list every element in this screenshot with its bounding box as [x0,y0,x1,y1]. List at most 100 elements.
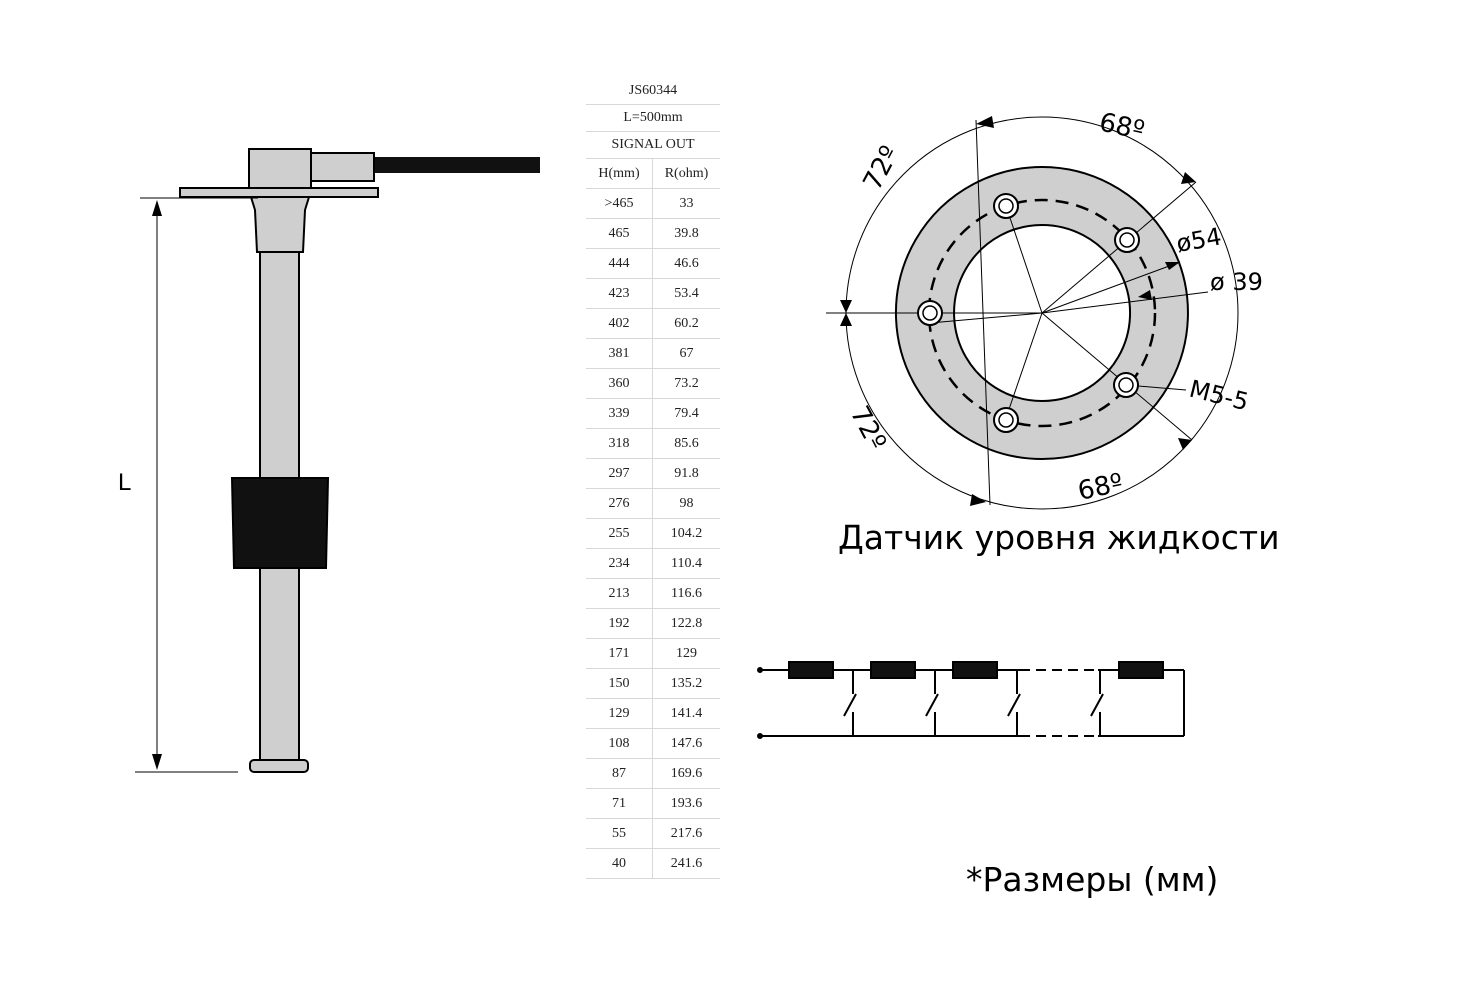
diagram-caption: Датчик уровня жидкости [838,518,1280,557]
circuit-schematic [757,661,1185,739]
resistance-cell: 135.2 [652,668,720,699]
height-cell: >465 [586,188,653,219]
resistance-cell: 217.6 [652,818,720,849]
height-cell: 55 [586,818,653,849]
height-cell: 276 [586,488,653,519]
resistance-cell: 53.4 [652,278,720,309]
bolt-hole-right-bottom [1113,372,1139,398]
inner-diameter-label: ø 39 [1210,268,1263,296]
resistance-cell: 67 [652,338,720,369]
height-cell: 402 [586,308,653,339]
reed-switch-n [1090,670,1104,736]
resistance-cell: 129 [652,638,720,669]
table-length-row: L=500mm [586,104,720,132]
resistance-cell: 141.4 [652,698,720,729]
height-cell: 213 [586,578,653,609]
resistance-cell: 39.8 [652,218,720,249]
bolt-hole-left [917,300,943,326]
bolt-holes [917,193,1140,433]
resistance-cell: 104.2 [652,518,720,549]
resistance-cell: 60.2 [652,308,720,339]
resistance-cell: 73.2 [652,368,720,399]
resistor-n [1118,661,1164,679]
table-model-row: JS60344 [586,78,720,105]
height-cell: 40 [586,848,653,879]
height-cell: 360 [586,368,653,399]
resistance-cell: 91.8 [652,458,720,489]
resistance-cell: 147.6 [652,728,720,759]
length-spec: L=500mm [586,104,720,132]
resistance-table: JS60344 L=500mm SIGNAL OUT H(mm) R(ohm) … [586,78,720,879]
resistance-cell: 122.8 [652,608,720,639]
height-cell: 150 [586,668,653,699]
resistance-cell: 241.6 [652,848,720,879]
resistance-cell: 110.4 [652,548,720,579]
bolt-hole-top [993,193,1019,219]
sensor-connector-horizontal [307,152,375,182]
height-cell: 318 [586,428,653,459]
height-cell: 465 [586,218,653,249]
angle-label-bottom: 68º [1075,468,1126,507]
height-cell: 381 [586,338,653,369]
sensor-end-cap [249,759,309,773]
resistor-1 [788,661,834,679]
height-cell: 297 [586,458,653,489]
flange-top-view: 68º 72º 72º 68º ø54 ø 39 M5-5 [826,108,1263,510]
resistance-cell: 193.6 [652,788,720,819]
sensor-mount-plate [179,187,379,198]
table-header-row: H(mm) R(ohm) [586,158,720,189]
height-cell: 71 [586,788,653,819]
sensor-float [230,477,330,569]
resistance-cell: 33 [652,188,720,219]
height-cell: 444 [586,248,653,279]
resistance-cell: 79.4 [652,398,720,429]
bolt-circle [927,198,1157,428]
height-cell: 108 [586,728,653,759]
height-cell: 255 [586,518,653,549]
resistor-2 [870,661,916,679]
model-number: JS60344 [586,78,720,105]
angle-label-bottom-left: 72º [844,401,892,455]
height-cell: 234 [586,548,653,579]
resistance-cell: 116.6 [652,578,720,609]
sensor-cable [370,157,540,173]
angle-label-top: 68º [1097,108,1148,147]
resistor-3 [952,661,998,679]
height-cell: 87 [586,758,653,789]
sensor-side-view: L [118,148,540,773]
reed-switch-1 [843,670,857,736]
outer-diameter-label: ø54 [1174,222,1223,257]
reed-switch-2 [925,670,939,736]
height-cell: 171 [586,638,653,669]
resistance-cell: 98 [652,488,720,519]
table-signal-row: SIGNAL OUT [586,131,720,159]
sensor-neck [249,196,311,253]
column-header-resistance: R(ohm) [652,158,720,189]
thread-label: M5-5 [1187,375,1252,417]
angle-label-top-left: 72º [858,141,906,195]
height-cell: 423 [586,278,653,309]
bolt-hole-right-top [1114,227,1140,253]
